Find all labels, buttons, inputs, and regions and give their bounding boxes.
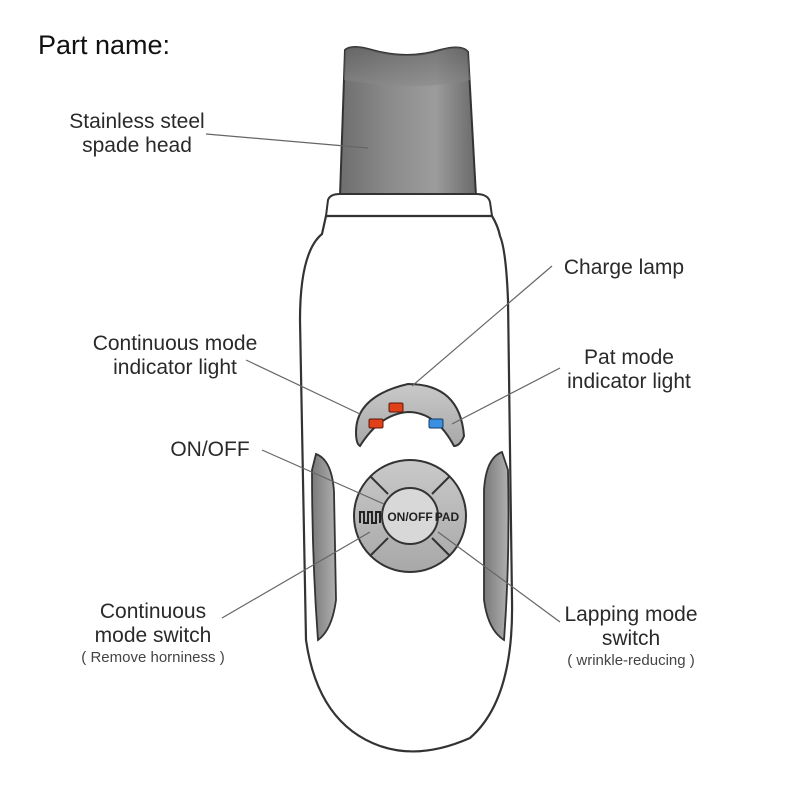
control-pad [353,459,467,573]
label-on-off: ON/OFF [170,438,250,461]
pat-indicator-light [428,418,444,429]
label-spade-head: Stainless steel spade head [69,110,205,157]
leader-spade-head [205,133,369,149]
label-lapping-switch-note: ( wrinkle-reducing ) [567,652,695,669]
leader-lapping-switch [437,531,561,623]
leader-on-off [261,449,385,505]
label-continuous-switch: Continuous mode switch ( Remove hornines… [70,600,236,668]
square-wave-icon [359,511,381,524]
right-grip [483,450,510,642]
leader-lines [205,133,561,623]
collar-ring [324,193,494,217]
spade-head [338,46,478,197]
label-pat-indicator: Pat mode indicator light [567,346,691,393]
label-charge-lamp: Charge lamp [563,256,685,279]
label-continuous-switch-note: ( Remove horniness ) [81,649,225,666]
pad-button-text: PAD [435,510,460,524]
continuous-indicator-light [368,418,384,429]
leader-charge-lamp [411,265,553,387]
left-grip [311,452,337,642]
label-lapping-switch: Lapping mode switch ( wrinkle-reducing ) [548,603,714,671]
leader-continuous-switch [221,531,371,619]
on-off-button-text: ON/OFF [387,510,432,524]
charge-lamp-light [388,402,404,413]
leader-continuous-indicator [245,359,361,415]
label-continuous-indicator: Continuous mode indicator light [92,332,258,379]
leader-pat-indicator [451,367,561,425]
page-title: Part name: [38,30,171,60]
indicator-panel [354,382,466,448]
